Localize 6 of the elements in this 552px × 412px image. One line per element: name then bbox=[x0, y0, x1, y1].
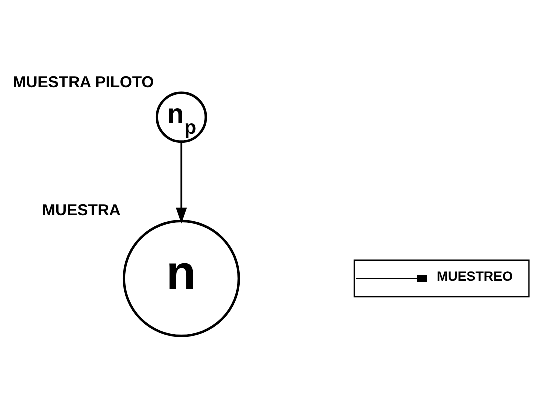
node-label: MUESTRA bbox=[42, 202, 121, 220]
node-label: MUESTRA PILOTO bbox=[13, 74, 154, 92]
node-circle: n$_{p}$ bbox=[156, 92, 208, 144]
arrow bbox=[176, 142, 188, 224]
node-circle: n bbox=[122, 220, 240, 338]
legend-label: MUESTREO bbox=[436, 268, 514, 284]
